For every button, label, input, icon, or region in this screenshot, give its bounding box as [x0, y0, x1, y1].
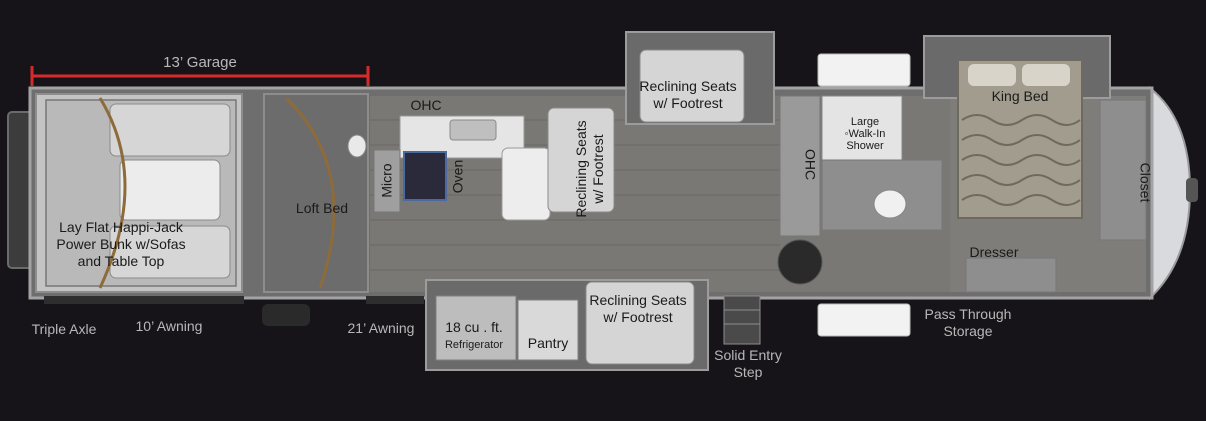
side-recliners: [547, 107, 615, 213]
garage-table: [119, 159, 221, 221]
entry-step: [723, 295, 761, 345]
axle-block: [262, 304, 310, 326]
king-bed: [957, 59, 1083, 219]
kitchen-island: [501, 147, 551, 221]
awning-strip-right: [366, 296, 424, 304]
bath-wall-block: [779, 95, 821, 237]
refrigerator: [435, 295, 517, 361]
entry-door-swing: [777, 239, 823, 285]
storage-door-bottom: [817, 303, 911, 337]
micro-cabinet: [373, 149, 401, 213]
pillow-left: [968, 64, 1016, 86]
pantry: [517, 299, 579, 361]
front-cap: [1149, 85, 1192, 301]
awning-strip-left: [44, 296, 244, 304]
garage-sofa-bottom: [109, 225, 231, 279]
shower: [821, 95, 903, 161]
storage-door-top: [817, 53, 911, 87]
top-recliners: [639, 49, 745, 123]
bath-toilet: [873, 189, 907, 219]
garage-door-swing: [98, 97, 127, 289]
garage-sofa-top: [109, 103, 231, 157]
kingpin: [1186, 178, 1198, 202]
loft-toilet: [347, 134, 367, 158]
dresser: [965, 257, 1057, 293]
stove: [403, 151, 447, 201]
garage-dimension-line: [30, 66, 370, 86]
bottom-recliners: [585, 281, 695, 365]
loft-room: [263, 93, 369, 293]
kitchen-sink: [449, 119, 497, 141]
bed-pattern: [961, 114, 1081, 206]
closet: [1099, 99, 1147, 241]
loft-door-swing: [284, 96, 336, 289]
pillow-right: [1022, 64, 1070, 86]
